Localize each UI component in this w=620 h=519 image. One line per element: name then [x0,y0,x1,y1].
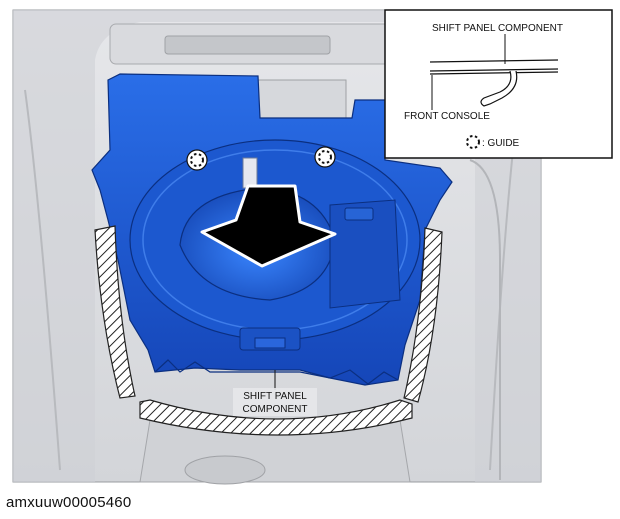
figure-identifier: amxuuw00005460 [6,494,132,511]
inset-label-shift-panel-component: SHIFT PANEL COMPONENT [432,23,563,34]
section-cut-hatch [94,225,443,436]
callout-label-line2: COMPONENT [243,404,308,415]
callout-label-line1: SHIFT PANEL [243,391,307,402]
inset-detail: SHIFT PANEL COMPONENT FRONT CONSOLE : GU… [384,9,613,159]
guide-legend-icon [466,135,480,149]
guide-marker-right [314,146,336,168]
inset-frame [384,9,613,159]
guide-marker-left [186,149,208,171]
removal-direction-arrow [200,184,337,268]
inset-legend-guide: : GUIDE [482,138,520,149]
inset-label-front-console: FRONT CONSOLE [404,111,490,122]
